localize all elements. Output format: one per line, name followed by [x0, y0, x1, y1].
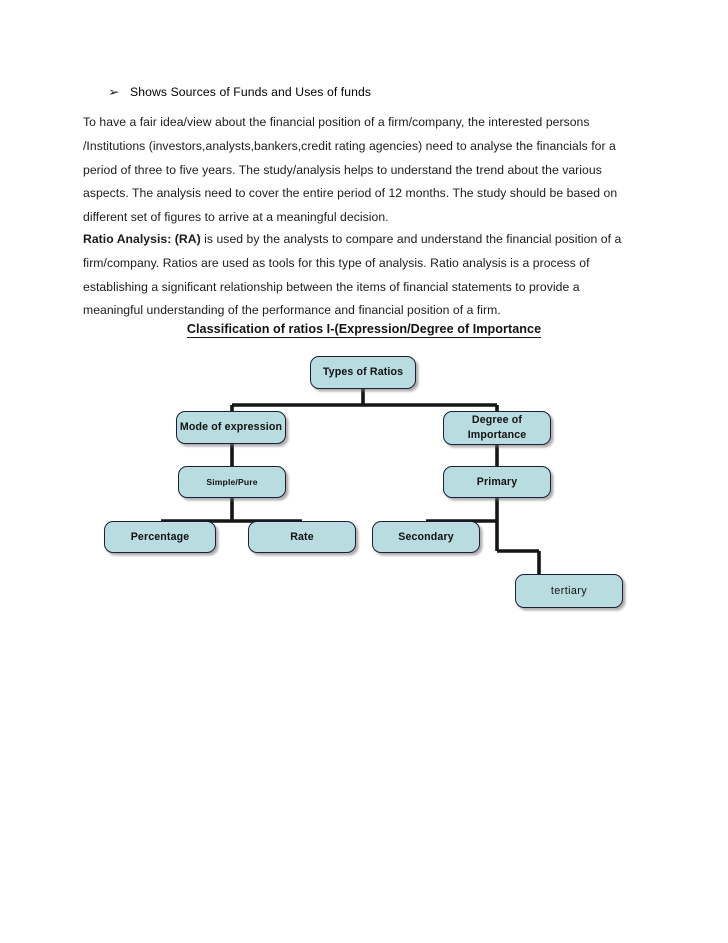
node-label-line-2: Importance	[467, 429, 527, 441]
node-primary[interactable]: Primary	[443, 466, 551, 498]
node-label-line-1: Degree of	[471, 414, 523, 426]
diagram-heading-text: Classification of ratios I-(Expression/D…	[186, 322, 542, 338]
node-label: tertiary	[550, 584, 588, 597]
bullet-item-text: Shows Sources of Funds and Uses of funds	[130, 85, 372, 99]
bullet-list-item: ➢ Shows Sources of Funds and Uses of fund…	[108, 84, 628, 101]
paragraph-ratio-analysis: Ratio Analysis: (RA) is used by the anal…	[83, 228, 642, 323]
node-rate[interactable]: Rate	[248, 521, 356, 553]
paragraph-financial-position: To have a fair idea/view about the finan…	[83, 115, 618, 225]
ratio-analysis-lead: Ratio Analysis: (RA)	[83, 232, 201, 246]
node-secondary[interactable]: Secondary	[372, 521, 480, 553]
ratio-analysis-body: is used by the analysts to compare and u…	[83, 232, 622, 318]
node-label: Percentage	[130, 530, 190, 543]
node-tertiary[interactable]: tertiary	[515, 574, 623, 608]
node-label: Mode of expression	[179, 421, 283, 433]
node-types-of-ratios[interactable]: Types of Ratios	[310, 356, 416, 389]
diagram-heading: Classification of ratios I-(Expression/D…	[0, 322, 728, 338]
node-label: Secondary	[398, 530, 454, 543]
arrow-bullet-icon: ➢	[108, 85, 120, 99]
node-label: Rate	[290, 530, 314, 543]
node-percentage[interactable]: Percentage	[104, 521, 216, 553]
node-label: Simple/Pure	[206, 476, 258, 487]
node-label: Primary	[476, 475, 518, 488]
node-label: Types of Ratios	[322, 366, 404, 378]
node-simple-pure[interactable]: Simple/Pure	[178, 466, 286, 498]
node-degree-of-importance[interactable]: Degree of Importance	[443, 411, 551, 445]
node-mode-of-expression[interactable]: Mode of expression	[176, 411, 286, 444]
